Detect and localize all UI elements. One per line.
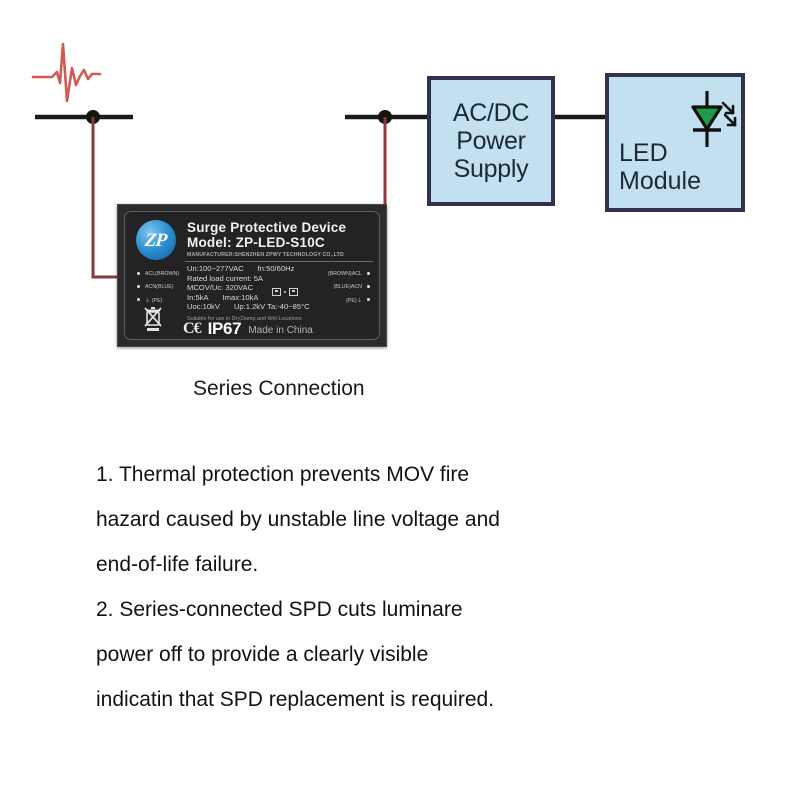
spd-manufacturer: MANUFACTURER:SHENZHEN ZPWY TECHNOLOGY CO… [187,252,344,258]
spd-mode-symbols [272,288,298,296]
terminal-dot-icon [136,297,141,302]
note-line: indicatin that SPD replacement is requir… [96,688,495,711]
mode-square-icon [289,288,298,296]
spd-terminals-left: ACL(BROWN) ACN(BLUE) ⏚ (PE) [136,267,179,306]
led-diode-icon [691,91,737,147]
terminal-row: (BROWN)ACL [301,267,371,280]
notes-block: 1. Thermal protection prevents MOV fire … [96,452,696,722]
spd-compliance-strip: C€ IP67 Made in China [183,320,313,337]
terminal-dot-icon [366,297,371,302]
spd-label-inner: ZP Surge Protective Device Model: ZP-LED… [124,211,380,340]
block-led-module: LED Module [605,73,745,212]
acdc-label: AC/DC Power Supply [452,99,530,183]
led-line1: LED [619,139,668,167]
led-label: LED Module [619,139,701,195]
terminal-row: ACL(BROWN) [136,267,179,280]
spd-product-label: ZP Surge Protective Device Model: ZP-LED… [117,204,387,347]
mode-square-icon [272,288,281,296]
terminal-dot-icon [366,271,371,276]
note-line: 2. Series-connected SPD cuts luminare [96,598,463,621]
block-acdc-power-supply: AC/DC Power Supply [427,76,555,206]
surge-waveform-icon [31,42,102,103]
terminal-row: ⏚ (PE) [136,293,179,306]
zp-brand-logo-icon: ZP [136,220,176,260]
spec-row: Rated load current: 5A [187,273,263,283]
note-line: power off to provide a clearly visible [96,643,429,666]
led-line2: Module [619,167,701,195]
terminal-dot-icon [136,271,141,276]
terminal-row: ACN(BLUE) [136,280,179,293]
zp-brand-text: ZP [144,229,168,251]
spd-terminals-right: (BROWN)ACL (BLUE)ACN (PE)⏚ [301,267,371,306]
spd-wire-left [91,117,127,279]
ip-rating: IP67 [207,319,242,338]
note-line: hazard caused by unstable line voltage a… [96,508,500,531]
note-line: 1. Thermal protection prevents MOV fire [96,463,470,486]
spec-row: MCOV/Uc: 320VAC [187,283,254,293]
acdc-line3: Supply [453,155,529,183]
crossed-out-wheelie-bin-icon [144,307,162,331]
terminal-dot-icon [366,284,371,289]
acdc-line1: AC/DC [452,99,530,127]
terminal-row: (PE)⏚ [301,293,371,306]
mode-dot-icon [284,291,286,293]
ce-mark-icon: C€ [183,320,202,337]
made-in-text: Made in China [248,325,313,336]
acdc-line2: Power [456,127,526,155]
spd-locations: Suitable for use in Dry,Damp and Wet Loc… [187,316,302,322]
diagram-caption: Series Connection [193,377,365,400]
terminal-dot-icon [136,284,141,289]
terminal-row: (BLUE)ACN [301,280,371,293]
note-line: end-of-life failure. [96,553,259,576]
spd-divider [185,261,373,262]
spd-title: Surge Protective Device [187,220,347,235]
spd-model: Model: ZP-LED-S10C [187,235,325,250]
